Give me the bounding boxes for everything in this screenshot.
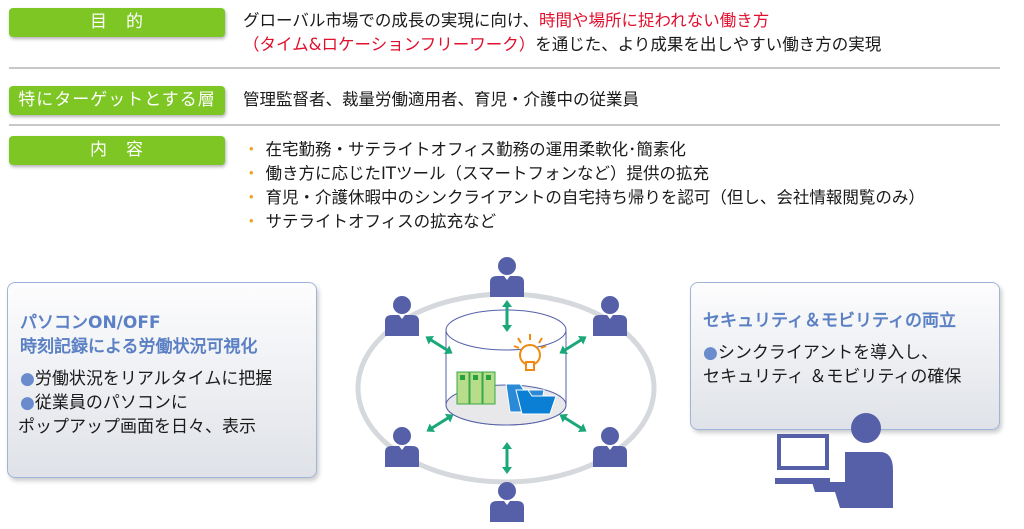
list-item: ・育児・介護休暇中のシンクライアントの自宅持ち帰りを認可（但し、会社情報閲覧のみ… — [243, 188, 925, 207]
person-icon — [593, 427, 627, 467]
pc-onoff-box: パソコンON/OFF 時刻記録による労働状況可視化 ●労働状況をリアルタイムに把… — [7, 282, 317, 478]
list-item: ・働き方に応じたITツール（スマートフォンなど）提供の拡充 — [243, 164, 709, 183]
label-purpose: 目 的 — [9, 8, 225, 37]
list-item: ・サテライトオフィスの拡充など — [243, 212, 497, 231]
purpose-line2: を通じた、より成果を出しやすい働き方の実現 — [535, 35, 882, 54]
target-text: 管理監督者、裁量労働適用者、育児・介護中の従業員 — [243, 90, 639, 109]
bidirectional-arrow-icon — [422, 408, 458, 438]
box-title: 時刻記録による労働状況可視化 — [20, 337, 258, 357]
box-item: ●シンクライアントを導入し、 — [703, 343, 939, 363]
bidirectional-arrow-icon — [555, 408, 591, 438]
box-item: セキュリティ ＆モビリティの確保 — [703, 367, 962, 387]
person-icon — [490, 257, 524, 297]
lightbulb-icon — [513, 334, 547, 371]
list-item: ・在宅勤務・サテライトオフィス勤務の運用柔軟化･簡素化 — [243, 140, 686, 159]
security-box: セキュリティ＆モビリティの両立 ●シンクライアントを導入し、 セキュリティ ＆モ… — [690, 282, 1000, 430]
box-title: パソコンON/OFF — [20, 313, 161, 333]
laptop-user-icon — [775, 413, 893, 508]
binders-icon — [456, 371, 496, 405]
bidirectional-arrow-icon — [500, 440, 514, 476]
label-target: 特にターゲットとする層 — [9, 86, 225, 115]
purpose-line2-highlight: （タイム&ロケーションフリーワーク） — [243, 35, 536, 54]
purpose-text: グローバル市場での成長の実現に向け、時間や場所に捉われない働き方 （タイム&ロケ… — [243, 9, 881, 57]
person-icon — [490, 482, 524, 522]
box-item: ポップアップ画面を日々、表示 — [18, 417, 256, 437]
purpose-line1-highlight: 時間や場所に捉われない働き方 — [539, 11, 770, 30]
content-list: ・在宅勤務・サテライトオフィス勤務の運用柔軟化･簡素化 ・働き方に応じたITツー… — [243, 138, 925, 234]
folders-icon — [505, 383, 557, 415]
divider — [9, 67, 1000, 69]
purpose-line1: グローバル市場での成長の実現に向け、 — [243, 11, 540, 30]
person-icon — [593, 296, 627, 336]
label-content: 内 容 — [9, 136, 225, 165]
box-item: ●従業員のパソコンに — [20, 393, 188, 413]
box-title: セキュリティ＆モビリティの両立 — [703, 311, 956, 331]
divider — [9, 124, 1000, 126]
person-icon — [385, 296, 419, 336]
person-icon — [385, 427, 419, 467]
box-item: ●労働状況をリアルタイムに把握 — [20, 369, 273, 389]
